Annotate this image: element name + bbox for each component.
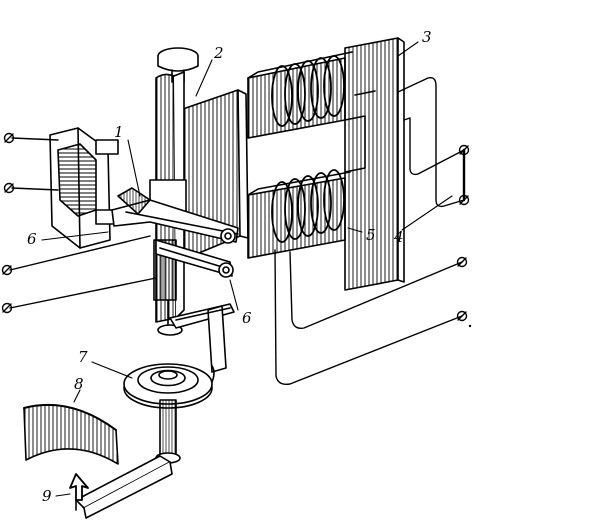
armature-arms xyxy=(111,187,239,278)
label-1: 1 xyxy=(114,123,124,141)
label-6-left: 6 xyxy=(27,230,37,248)
terminal-r2 xyxy=(458,194,470,206)
spindle-lever xyxy=(169,303,235,373)
electromagnet-core xyxy=(247,37,405,291)
upper-coil xyxy=(271,55,345,127)
terminal-markers-left xyxy=(1,132,15,314)
callout-labels: 1 2 3 4 5 6 6 7 8 9 xyxy=(27,28,432,505)
pointer-shaft xyxy=(155,399,181,464)
terminal-l1 xyxy=(3,132,15,144)
leader-lines xyxy=(41,41,453,497)
label-2: 2 xyxy=(213,44,224,62)
terminal-l3 xyxy=(1,264,13,276)
hair-spring xyxy=(123,363,215,409)
label-8: 8 xyxy=(74,375,84,393)
label-3: 3 xyxy=(422,28,432,46)
terminal-r3 xyxy=(456,256,468,268)
coil-wiring xyxy=(274,76,466,386)
terminal-r4 xyxy=(456,310,468,322)
scale-plate xyxy=(23,403,119,465)
terminal-r1 xyxy=(458,144,470,156)
label-7: 7 xyxy=(78,348,88,366)
lower-coil xyxy=(271,169,345,243)
terminal-markers-right xyxy=(456,144,470,322)
clamp-block xyxy=(49,127,119,249)
stray-dot xyxy=(468,324,472,328)
label-9: 9 xyxy=(42,487,52,505)
label-4: 4 xyxy=(393,228,404,246)
label-6-right: 6 xyxy=(242,309,252,327)
terminal-l4 xyxy=(1,302,13,314)
terminal-l2 xyxy=(3,182,15,194)
terminal-leads-left xyxy=(9,137,157,309)
label-5: 5 xyxy=(366,226,376,244)
pointer-arm xyxy=(69,455,173,519)
